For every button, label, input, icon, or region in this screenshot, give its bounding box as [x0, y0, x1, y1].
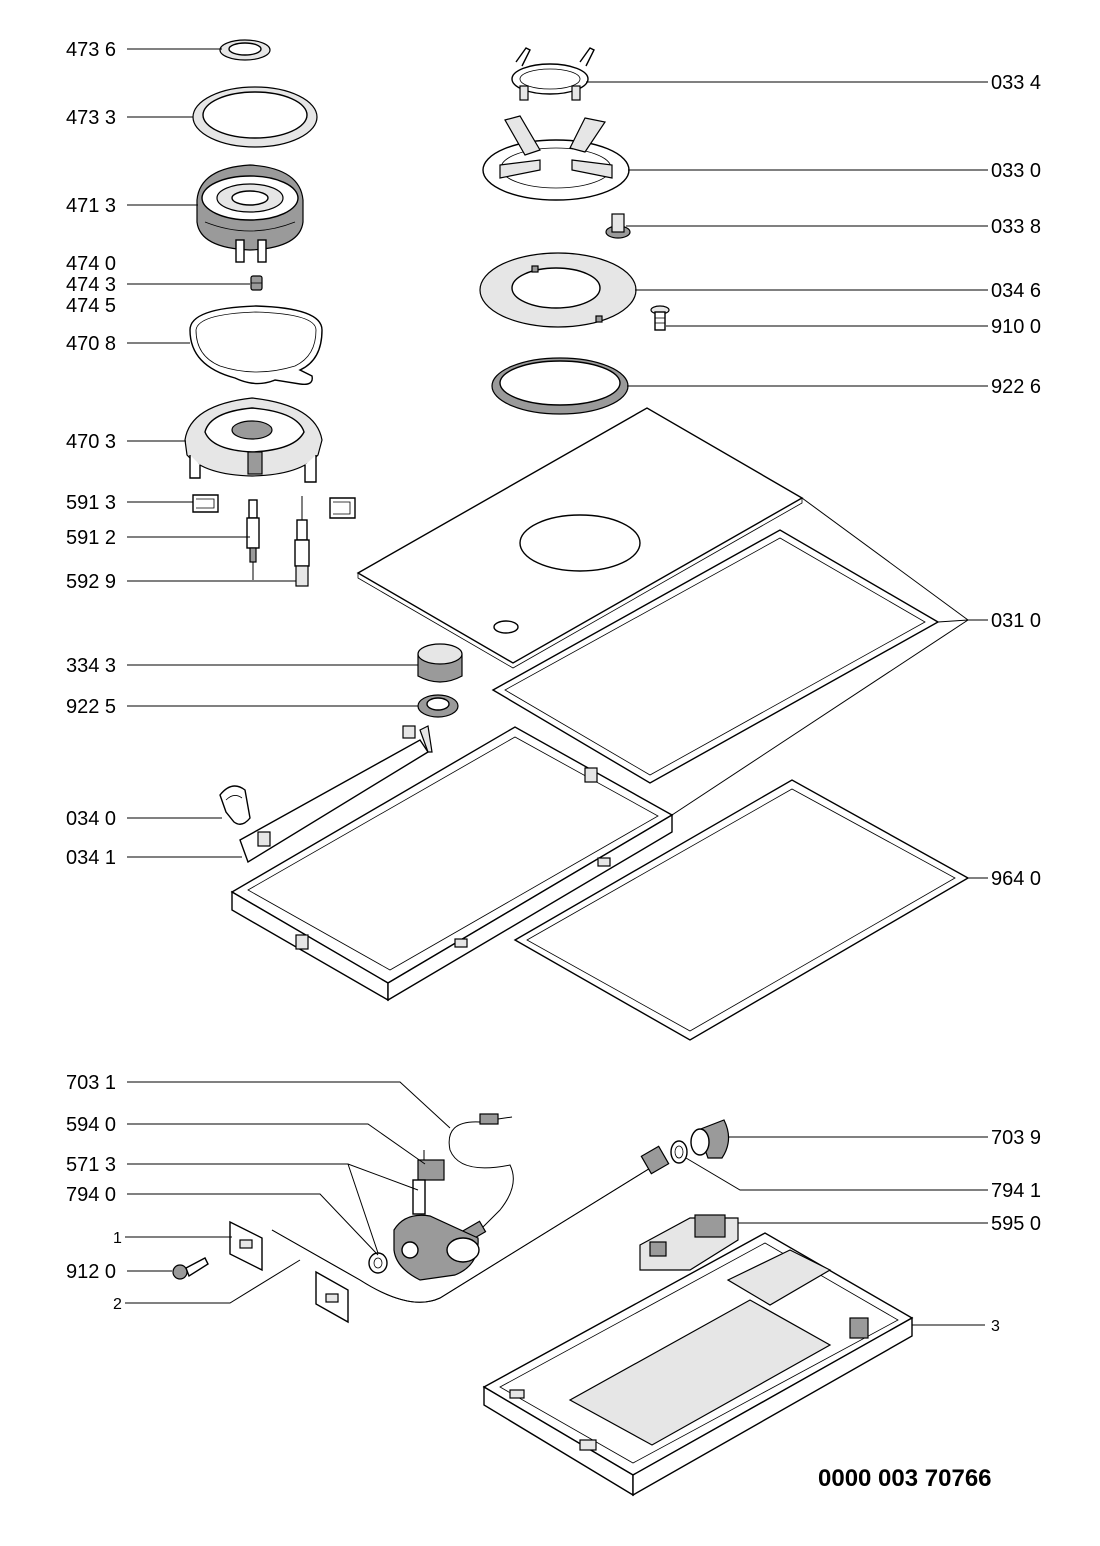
callout-5950: 595 0 [991, 1213, 1041, 1235]
gas-elbow-connector [690, 1119, 730, 1159]
callout-5713: 571 3 [66, 1154, 116, 1176]
callout-9226: 922 6 [991, 376, 1041, 398]
callout-5913: 591 3 [66, 492, 116, 514]
gas-supply-pipe [271, 1145, 670, 1303]
fixing-clamp [219, 785, 251, 825]
callout-4703: 470 3 [66, 431, 116, 453]
callout-7031: 703 1 [66, 1072, 116, 1094]
callout-9640: 964 0 [991, 868, 1041, 890]
injector [250, 275, 263, 291]
knob-seal [417, 694, 459, 718]
callout-4733: 473 3 [66, 107, 116, 129]
callout-0310: 031 0 [991, 610, 1041, 632]
callout-5912: 591 2 [66, 527, 116, 549]
pipe-bracket-top [229, 1220, 263, 1272]
thermocouple [246, 499, 260, 580]
callout-4713: 471 3 [66, 195, 116, 217]
burner-gasket [189, 305, 323, 386]
callout-4736: 473 6 [66, 39, 116, 61]
thermocouple-lead [448, 1113, 514, 1244]
control-knob [417, 643, 463, 683]
callout-4743: 474 3 [66, 274, 116, 296]
burner-seal-ring [491, 357, 629, 415]
wok-ring-support [511, 47, 595, 101]
callout-0334: 033 4 [991, 72, 1041, 94]
callout-3343: 334 3 [66, 655, 116, 677]
trim-screw [650, 305, 670, 331]
callout-5929: 592 9 [66, 571, 116, 593]
glass-top-plate [356, 407, 804, 669]
callout-0341: 034 1 [66, 847, 116, 869]
document-number: 0000 003 70766 [818, 1465, 992, 1492]
leader-lines-right [586, 81, 988, 1326]
callout-7039: 703 9 [991, 1127, 1041, 1149]
callout-3: 3 [991, 1318, 1000, 1335]
pipe-bracket-bottom [315, 1270, 349, 1324]
callout-9100: 910 0 [991, 316, 1041, 338]
clip-right [329, 497, 356, 519]
callout-4745: 474 5 [66, 295, 116, 317]
leader-lines [125, 48, 451, 1304]
fixing-bracket [239, 725, 433, 864]
pan-support [482, 115, 630, 201]
callout-0340: 034 0 [66, 808, 116, 830]
ignition-switch [417, 1150, 445, 1181]
elbow-washer [670, 1140, 688, 1164]
callout-5940: 594 0 [66, 1114, 116, 1136]
callout-0338: 033 8 [991, 216, 1041, 238]
callout-1: 1 [113, 1230, 122, 1247]
callout-9120: 912 0 [66, 1261, 116, 1283]
burner-cap-ring [192, 86, 318, 148]
callout-4740: 474 0 [66, 253, 116, 275]
burner-frame-tray [230, 726, 674, 1002]
rubber-foot [605, 213, 631, 239]
callout-0330: 033 0 [991, 160, 1041, 182]
valve-washer [368, 1252, 388, 1274]
clip-left [192, 494, 219, 513]
callout-7940: 794 0 [66, 1184, 116, 1206]
ignition-module [639, 1214, 739, 1271]
callout-7941: 794 1 [991, 1180, 1041, 1202]
ignition-electrode [294, 496, 310, 587]
callout-2: 2 [113, 1296, 122, 1313]
callout-4708: 470 8 [66, 333, 116, 355]
gas-valve [393, 1179, 480, 1281]
trim-plate [479, 252, 637, 328]
burner-cap-small [219, 39, 271, 61]
burner-body [184, 397, 323, 483]
burner-crown [196, 164, 304, 263]
base-tray [482, 1232, 914, 1497]
callout-0346: 034 6 [991, 280, 1041, 302]
callout-9225: 922 5 [66, 696, 116, 718]
bracket-screw [172, 1257, 209, 1280]
